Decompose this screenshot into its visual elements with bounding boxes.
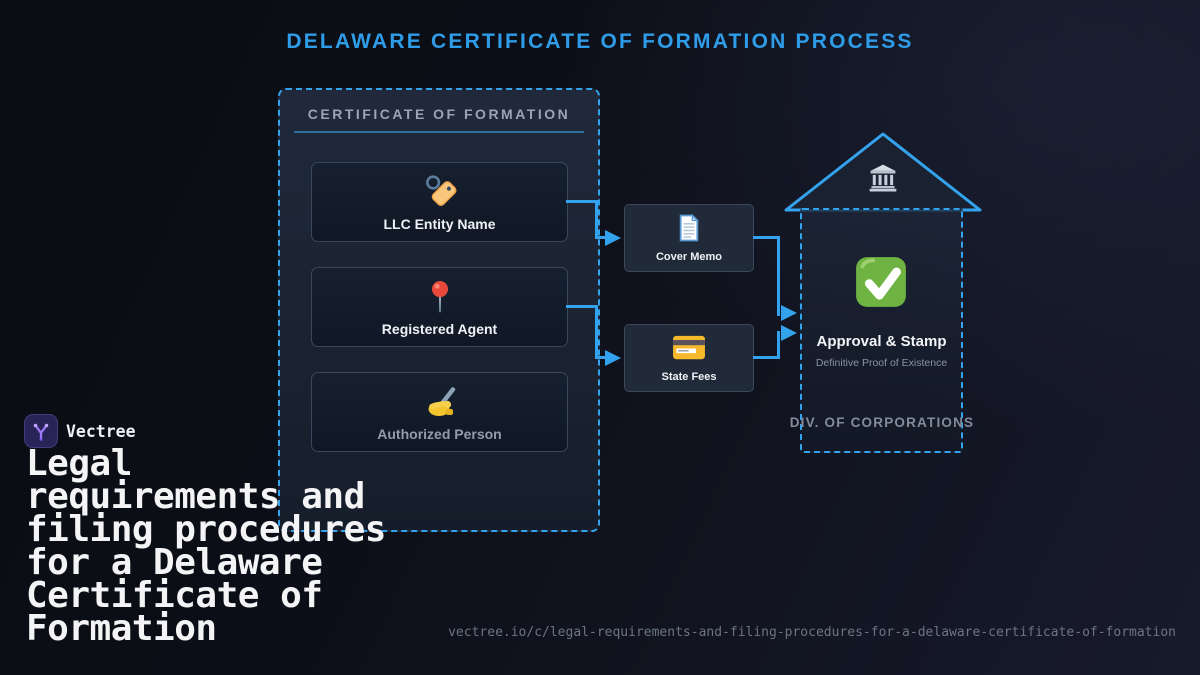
page-title: DELAWARE CERTIFICATE OF FORMATION PROCES…	[286, 30, 914, 53]
vectree-logo	[24, 414, 58, 448]
node-authorized-person: Authorized Person	[311, 372, 568, 452]
certificate-of-formation-group: CERTIFICATE OF FORMATION LLC Entity Name	[278, 88, 600, 532]
approval-label: Approval & Stamp	[816, 333, 947, 350]
node-label: Cover Memo	[655, 251, 723, 263]
connector-line	[595, 356, 607, 359]
node-llc-entity-name: LLC Entity Name	[311, 162, 568, 242]
heading-line: Formation	[26, 608, 217, 649]
classical-building-icon	[867, 162, 899, 199]
heading-line: filing procedures	[26, 509, 386, 550]
page-url: vectree.io/c/legal-requirements-and-fili…	[448, 625, 1176, 640]
arrowhead-icon	[605, 350, 621, 366]
heading-line: Legal	[26, 443, 132, 484]
node-label: Registered Agent	[381, 321, 498, 337]
connector-line	[595, 236, 607, 239]
heading-line: Certificate of	[26, 575, 323, 616]
vectree-branch-icon	[33, 423, 49, 441]
approval-sublabel: Definitive Proof of Existence	[815, 357, 948, 369]
brand-name: Vectree	[66, 422, 136, 441]
destination-footer-label: DIV. OF CORPORATIONS	[789, 415, 975, 430]
connector-line	[753, 356, 780, 359]
node-state-fees: State Fees	[624, 324, 754, 392]
document-icon	[674, 213, 704, 248]
arrowhead-icon	[781, 325, 797, 341]
connector-line	[566, 305, 598, 308]
node-cover-memo: Cover Memo	[624, 204, 754, 272]
node-label: LLC Entity Name	[383, 216, 496, 232]
group-title: CERTIFICATE OF FORMATION	[307, 106, 571, 122]
connector-line	[777, 331, 780, 359]
writing-hand-icon	[420, 382, 460, 422]
heading-line: for a Delaware	[26, 542, 323, 583]
tag-icon	[421, 172, 459, 212]
pushpin-icon	[421, 277, 459, 317]
node-label: Authorized Person	[377, 426, 502, 442]
connector-line	[566, 200, 598, 203]
connector-line	[753, 236, 780, 239]
check-mark-icon	[853, 254, 909, 315]
heading-line: requirements and	[26, 476, 365, 517]
node-label: State Fees	[661, 371, 717, 383]
connector-line	[595, 200, 598, 239]
div-of-corporations-box	[800, 208, 963, 453]
connector-line	[777, 236, 780, 316]
arrowhead-icon	[781, 305, 797, 321]
node-registered-agent: Registered Agent	[311, 267, 568, 347]
group-title-underline	[294, 131, 584, 133]
page-heading: Legal requirements and filing procedures…	[26, 443, 426, 649]
credit-card-icon	[672, 333, 706, 368]
connector-line	[595, 305, 598, 359]
arrowhead-icon	[605, 230, 621, 246]
